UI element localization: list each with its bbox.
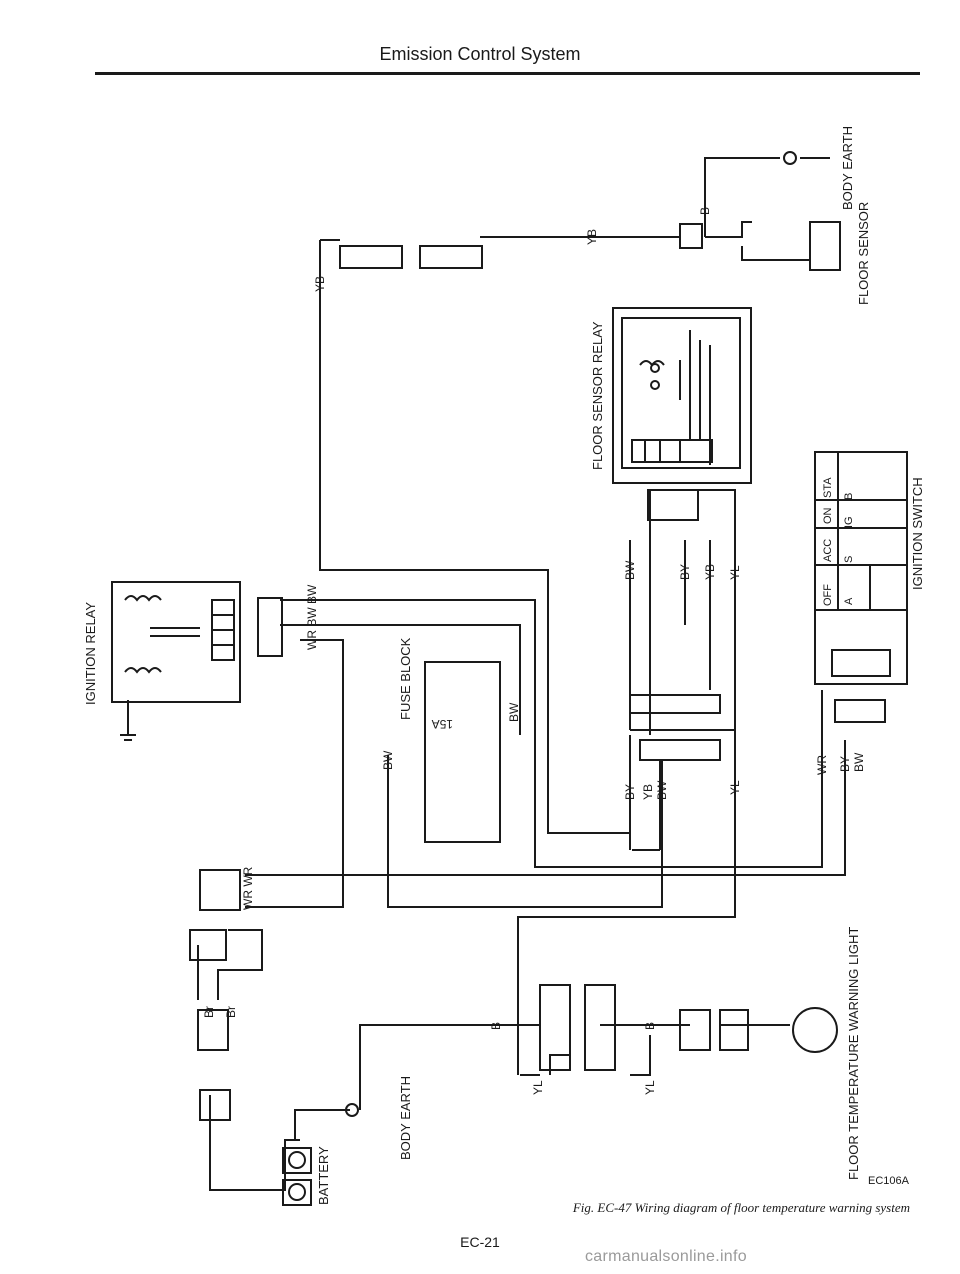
switch-pos-acc: ACC <box>822 539 834 562</box>
figure-caption: Fig. EC-47 Wiring diagram of floor tempe… <box>572 1200 910 1215</box>
wire-bw-conn: BW <box>655 780 669 800</box>
wire-wr-wr: WR WR <box>241 866 255 910</box>
wire-bw-sw: BW <box>852 752 866 772</box>
wire-br-2: Br <box>224 1006 238 1018</box>
figure-code: EC106A <box>868 1175 909 1187</box>
floor-sensor-relay-box <box>612 307 752 484</box>
label-ignition-switch: IGNITION SWITCH <box>910 477 925 590</box>
switch-pos-sta: STA <box>822 477 834 498</box>
wire-wr-sw: WR <box>815 755 829 775</box>
label-fuse-block: FUSE BLOCK <box>398 637 413 720</box>
switch-pos-on: ON <box>822 507 834 524</box>
label-warning-light: FLOOR TEMPERATURE WARNING LIGHT <box>846 927 861 1180</box>
label-floor-sensor-relay: FLOOR SENSOR RELAY <box>590 321 605 470</box>
switch-term-b: B <box>843 493 855 500</box>
switch-term-a: A <box>843 597 855 605</box>
label-fuse-rating: 15A <box>432 717 453 731</box>
wire-yl-bottom-1: YL <box>531 1080 545 1095</box>
wire-by-sw: BY <box>838 756 852 772</box>
wire-bw-relay: BW <box>623 560 637 580</box>
wire-by-relay: BY <box>678 564 692 580</box>
switch-term-s: S <box>843 556 855 563</box>
wire-b-light: B <box>643 1022 657 1030</box>
wire-bw-fuse-right: BW <box>507 702 521 722</box>
wire-bw-fuse-left: BW <box>381 750 395 770</box>
label-ignition-relay: IGNITION RELAY <box>83 602 98 705</box>
wire-b-bottom: B <box>489 1022 503 1030</box>
ignition-switch-box <box>814 451 908 685</box>
page-header: Emission Control System <box>379 44 581 64</box>
watermark: carmanualsonline.info <box>585 1248 747 1265</box>
page-number: EC-21 <box>460 1234 500 1250</box>
wire-yb-right: YB <box>585 229 599 245</box>
wire-yl-bottom-2: YL <box>643 1080 657 1095</box>
label-floor-sensor: FLOOR SENSOR <box>856 202 871 305</box>
wire-yl-relay: YL <box>728 565 742 580</box>
label-battery: BATTERY <box>316 1146 331 1205</box>
fuse-block-box <box>424 661 501 843</box>
label-body-earth-bottom: BODY EARTH <box>398 1076 413 1160</box>
wire-br-1: Br <box>202 1006 216 1018</box>
wire-wr-bw-bw: WR BW BW <box>305 584 319 650</box>
wire-yl-conn: YL <box>728 780 742 795</box>
label-body-earth-top: BODY EARTH <box>840 126 855 210</box>
wire-by-conn: BY <box>623 784 637 800</box>
ignition-relay-box <box>111 581 241 703</box>
wire-yb-relay: YB <box>703 564 717 580</box>
switch-pos-off: OFF <box>822 584 834 606</box>
header-rule <box>95 72 920 75</box>
switch-term-ig: IG <box>843 516 855 528</box>
wire-b-sensor: B <box>698 207 712 215</box>
wire-yb-top: YB <box>313 276 327 292</box>
wire-yb-conn: YB <box>641 784 655 800</box>
